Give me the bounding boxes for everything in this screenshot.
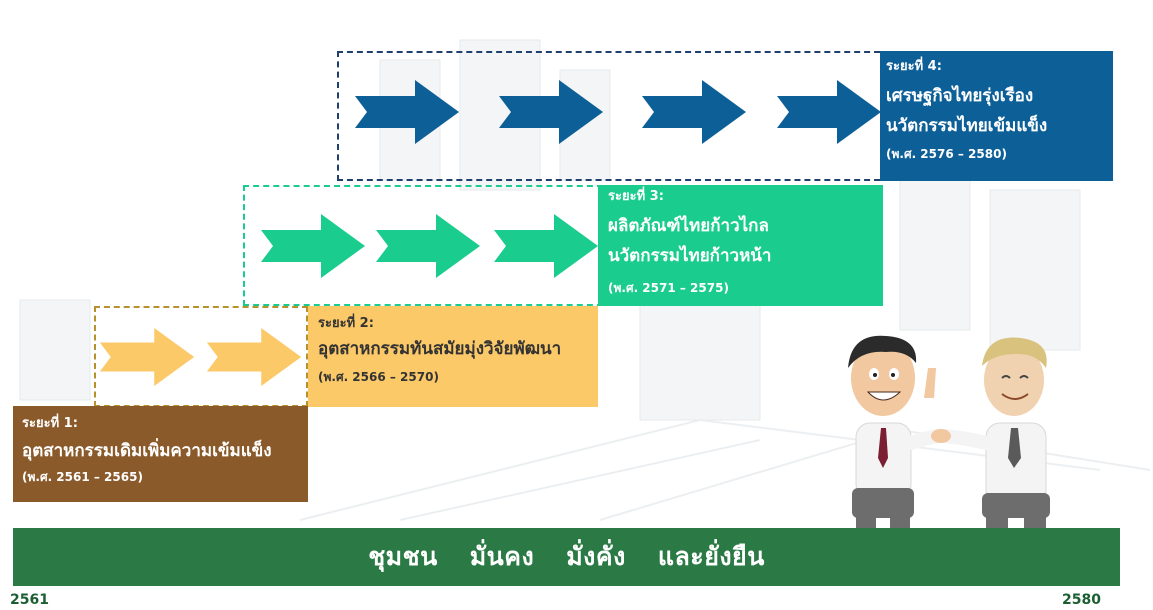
- vision-banner: ชุมชน มั่นคง มั่งคั่ง และยั่งยืน: [13, 528, 1120, 586]
- stage-1-years: (พ.ศ. 2561 – 2565): [22, 470, 143, 484]
- stage-2-years: (พ.ศ. 2566 – 2570): [318, 370, 439, 384]
- stage-3-label: ระยะที่ 3:: [608, 189, 664, 204]
- stage-3-box: ระยะที่ 3: ผลิตภัณฑ์ไทยก้าวไกล นวัตกรรมไ…: [598, 185, 883, 306]
- stage-2-label: ระยะที่ 2:: [318, 316, 374, 331]
- end-year: 2580: [1062, 592, 1101, 608]
- start-year: 2561: [10, 592, 49, 608]
- handshake-illustration: [848, 335, 1050, 528]
- businessman-right: [937, 337, 1050, 528]
- stage-2-title-line-1: อุตสาหกรรมทันสมัยมุ่งวิจัยพัฒนา: [318, 339, 562, 359]
- stage-2-box: ระยะที่ 2: อุตสาหกรรมทันสมัยมุ่งวิจัยพัฒ…: [308, 306, 598, 407]
- stage-2-arrow-1: [99, 328, 195, 386]
- stage-3-years: (พ.ศ. 2571 – 2575): [608, 281, 729, 295]
- stage-3-arrow-1: [261, 214, 365, 278]
- stage-4-arrow-2: [499, 80, 603, 144]
- banner-word-1: ชุมชน: [368, 542, 438, 571]
- stage-4-title-line-1: เศรษฐกิจไทยรุ่งเรือง: [886, 86, 1034, 106]
- stage-4-arrow-1: [355, 80, 459, 144]
- stage-4-title-line-2: นวัตกรรมไทยเข้มแข็ง: [886, 116, 1048, 136]
- stage-3-title-line-2: นวัตกรรมไทยก้าวหน้า: [608, 246, 772, 266]
- stage-1-title-line-1: อุตสาหกรรมเดิมเพิ่มความเข้มแข็ง: [22, 441, 272, 461]
- stage-1-label: ระยะที่ 1:: [22, 416, 78, 431]
- stage-4-label: ระยะที่ 4:: [886, 59, 942, 74]
- banner-word-2: มั่นคง: [469, 542, 535, 571]
- banner-word-4: และยั่งยืน: [657, 542, 765, 571]
- stage-4-years: (พ.ศ. 2576 – 2580): [886, 147, 1007, 161]
- stage-3-arrow-3: [494, 214, 598, 278]
- stage-1-box: ระยะที่ 1: อุตสาหกรรมเดิมเพิ่มความเข้มแข…: [13, 406, 308, 502]
- stage-4-box: ระยะที่ 4: เศรษฐกิจไทยรุ่งเรือง นวัตกรรม…: [880, 51, 1113, 181]
- stage-4-arrow-3: [642, 80, 746, 144]
- stage-2-arrow-2: [206, 328, 302, 386]
- stage-3-arrow-2: [376, 214, 480, 278]
- banner-word-3: มั่งคั่ง: [566, 542, 626, 571]
- stage-4-arrow-4: [777, 80, 881, 144]
- stage-3-title-line-1: ผลิตภัณฑ์ไทยก้าวไกล: [608, 216, 769, 236]
- businessman-left: [848, 335, 945, 528]
